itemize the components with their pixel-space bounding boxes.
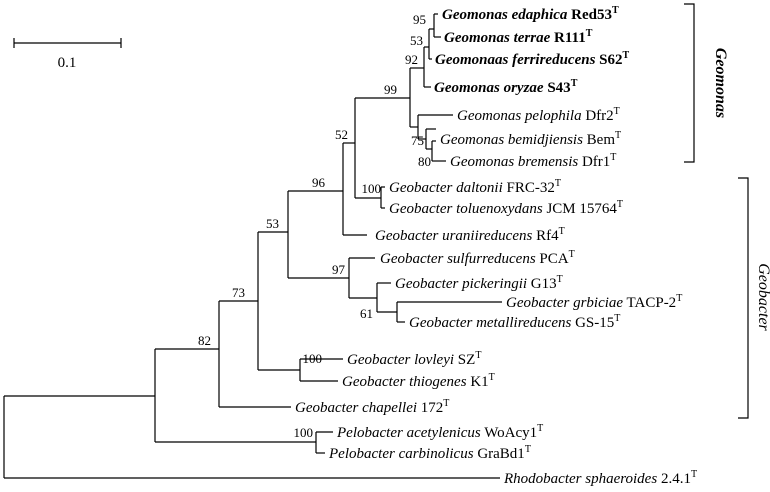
taxon-label: Geobacter pickeringii G13T [395, 274, 563, 292]
clade-bracket-geomonas: Geomonas [684, 3, 729, 163]
bootstrap-label: 100 [294, 425, 314, 440]
bootstrap-label: 75 [411, 133, 424, 148]
scale-bar-label: 0.1 [58, 55, 77, 71]
bootstrap-label: 97 [332, 262, 346, 277]
taxon-label: Geobacter uraniireducens Rf4T [375, 226, 565, 244]
clade-label-geobacter: Geobacter [755, 263, 770, 331]
bootstrap-label: 80 [418, 154, 431, 169]
bootstrap-label: 95 [413, 12, 426, 27]
taxon-label: Pelobacter acetylenicus WoAcy1T [336, 423, 543, 441]
bootstrap-label: 92 [405, 52, 418, 67]
clade-label-geomonas: Geomonas [712, 48, 729, 118]
taxon-label: Pelobacter carbinolicus GraBd1T [328, 444, 531, 462]
taxon-label: Geobacter toluenoxydans JCM 15764T [389, 199, 623, 217]
taxon-label: Geobacter sulfurreducens PCAT [380, 249, 575, 267]
bootstrap-label: 82 [198, 333, 211, 348]
bootstrap-label: 73 [232, 285, 245, 300]
taxon-label: Geobacter chapellei 172T [295, 398, 449, 416]
taxon-label: Geobacter thiogenes K1T [342, 372, 495, 390]
taxon-label: Geomonas bemidjiensis BemT [440, 130, 621, 148]
bootstrap-label: 61 [360, 306, 373, 321]
taxon-label: Geomonas edaphica Red53T [442, 5, 619, 23]
bootstrap-label: 53 [266, 216, 279, 231]
taxon-label: Geobacter grbiciae TACP-2T [506, 293, 682, 311]
taxon-label: Geomonaas ferrireducens S62T [435, 50, 630, 68]
scale-bar: 0.1 [13, 38, 122, 71]
clade-bracket-geobacter: Geobacter [738, 177, 770, 419]
bootstrap-label: 99 [384, 82, 397, 97]
taxon-labels: Geomonas edaphica Red53T Geomonas terrae… [295, 5, 697, 487]
taxon-label: Geobacter daltonii FRC-32T [389, 178, 561, 196]
bootstrap-label: 53 [410, 33, 423, 48]
bootstrap-values: 95 53 92 99 75 80 52 100 96 53 97 61 73 … [198, 12, 431, 440]
taxon-label: Geomonas pelophila Dfr2T [457, 106, 620, 124]
taxon-label: Geobacter lovleyi SZT [347, 350, 481, 368]
taxon-label: Geobacter metallireducens GS-15T [409, 313, 620, 331]
taxon-label: Rhodobacter sphaeroides 2.4.1T [503, 469, 697, 487]
taxon-label: Geomonas terrae R111T [444, 28, 593, 46]
bootstrap-label: 96 [312, 175, 326, 190]
taxon-label: Geomonas bremensis Dfr1T [450, 152, 616, 170]
taxon-label: Geomonas oryzae S43T [434, 78, 578, 96]
bootstrap-label: 100 [303, 351, 323, 366]
bootstrap-label: 52 [335, 127, 348, 142]
tree-branches [3, 13, 502, 479]
bootstrap-label: 100 [362, 181, 382, 196]
